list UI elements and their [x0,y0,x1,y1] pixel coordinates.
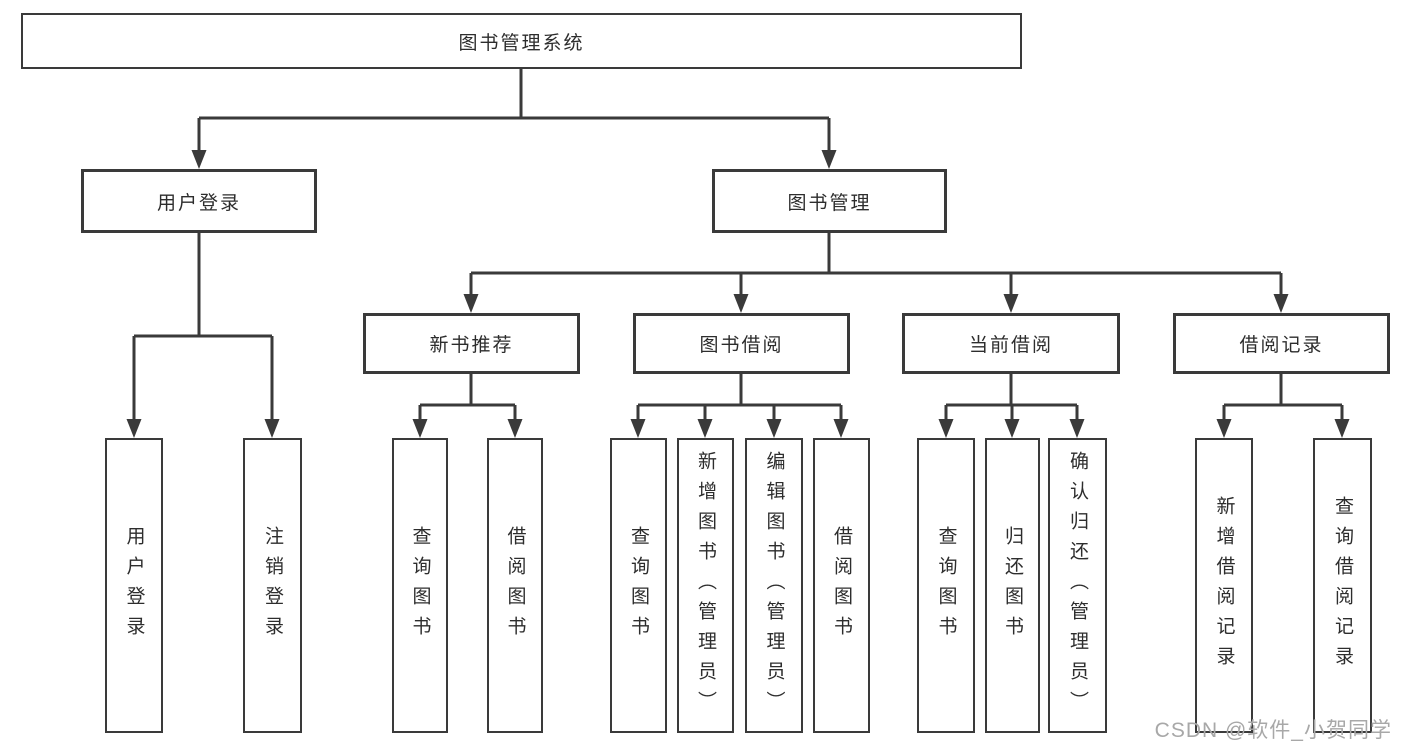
node-current-borrowing: 当前借阅 [902,313,1120,374]
node-leaf-add-book-admin: 新增图书（管理员） [677,438,734,733]
node-leaf-return-book: 归还图书 [985,438,1040,733]
node-borrowing-records: 借阅记录 [1173,313,1390,374]
node-leaf-borrow-books-label: 借阅图书 [831,525,852,646]
node-leaf-borrow-books-recommend: 借阅图书 [487,438,543,733]
node-leaf-add-borrow-record-label: 新增借阅记录 [1213,495,1235,676]
node-new-book-recommend: 新书推荐 [363,313,580,374]
node-leaf-query-borrow-record: 查询借阅记录 [1313,438,1372,733]
node-user-login: 用户登录 [81,169,317,233]
node-leaf-add-borrow-record: 新增借阅记录 [1195,438,1253,733]
node-current-borrowing-label: 当前借阅 [968,335,1053,356]
node-leaf-return-book-label: 归还图书 [1002,525,1023,646]
node-leaf-borrow-books-recommend-label: 借阅图书 [504,525,526,646]
node-leaf-confirm-return-admin-label: 确认归还（管理员） [1067,450,1088,721]
node-book-borrowing: 图书借阅 [633,313,850,374]
node-leaf-edit-book-admin-label: 编辑图书（管理员） [763,450,785,721]
node-leaf-edit-book-admin: 编辑图书（管理员） [745,438,803,733]
node-leaf-query-borrow-record-label: 查询借阅记录 [1332,495,1353,676]
arrowheads [126,150,1350,438]
node-leaf-query-books-current-label: 查询图书 [935,525,957,646]
node-borrowing-records-label: 借阅记录 [1239,335,1324,356]
node-leaf-query-books-borrow: 查询图书 [610,438,667,733]
node-leaf-query-books-recommend-label: 查询图书 [409,525,431,646]
node-user-login-label: 用户登录 [156,192,241,214]
node-leaf-query-books-recommend: 查询图书 [392,438,448,733]
node-root: 图书管理系统 [21,13,1022,69]
node-leaf-query-books-borrow-label: 查询图书 [628,525,649,646]
node-leaf-confirm-return-admin: 确认归还（管理员） [1048,438,1107,733]
node-leaf-user-login: 用户登录 [105,438,163,733]
node-leaf-query-books-current: 查询图书 [917,438,975,733]
node-leaf-add-book-admin-label: 新增图书（管理员） [695,450,716,721]
node-book-management-label: 图书管理 [787,192,872,214]
node-book-borrowing-label: 图书借阅 [699,335,784,356]
node-root-label: 图书管理系统 [458,32,585,54]
node-leaf-logout-label: 注销登录 [262,525,283,646]
node-new-book-recommend-label: 新书推荐 [429,335,514,356]
watermark: CSDN @软件_小贺同学 [1154,719,1392,742]
node-book-management: 图书管理 [712,169,947,233]
node-leaf-logout: 注销登录 [243,438,302,733]
node-leaf-borrow-books: 借阅图书 [813,438,870,733]
node-leaf-user-login-label: 用户登录 [123,525,145,646]
